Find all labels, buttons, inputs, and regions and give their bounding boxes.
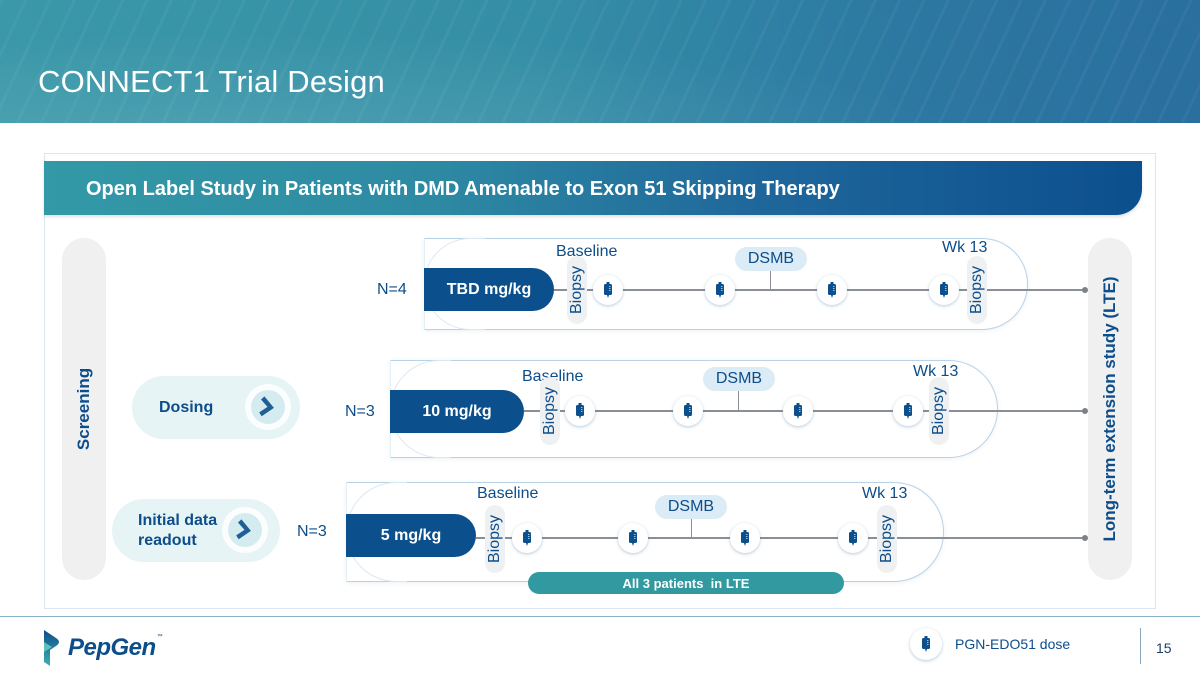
- dose-node: [783, 396, 813, 426]
- timeline-end-dot: [1082, 408, 1088, 414]
- page-title: CONNECT1 Trial Design: [38, 64, 386, 99]
- readout-pill: Initial data readout: [112, 499, 280, 562]
- baseline-label: Baseline: [522, 368, 583, 386]
- baseline-label: Baseline: [477, 485, 539, 502]
- dose-node: [618, 523, 648, 553]
- biopsy-label: Biopsy: [878, 514, 895, 564]
- dose-node: [593, 275, 623, 305]
- slide-header: CONNECT1 Trial Design: [0, 0, 1200, 123]
- footer-divider-line: [0, 616, 1200, 617]
- dose-level-pill: TBD mg/kg: [424, 268, 554, 311]
- iv-bag-icon: [904, 403, 912, 419]
- iv-bag-icon: [940, 282, 948, 298]
- iv-bag-icon: [741, 530, 749, 546]
- dose-node: [929, 275, 959, 305]
- legend-dose-node: [910, 628, 942, 660]
- week13-label: Wk 13: [942, 239, 988, 256]
- dose-node: [705, 275, 735, 305]
- dsmb-tag: DSMB: [735, 247, 807, 271]
- dsmb-connector: [770, 271, 771, 290]
- chevron-ring: [222, 507, 268, 553]
- baseline-biopsy-tag: Biopsy: [567, 256, 587, 324]
- lte-label: Long-term extension study (LTE): [1100, 276, 1119, 542]
- dose-legend: PGN-EDO51 dose: [910, 628, 1070, 660]
- dsmb-connector: [738, 391, 739, 411]
- iv-bag-icon: [629, 530, 637, 546]
- biopsy-label: Biopsy: [930, 386, 947, 436]
- footer-vertical-divider: [1140, 628, 1141, 664]
- iv-bag-icon: [604, 282, 612, 298]
- dosing-pill: Dosing: [132, 376, 300, 439]
- lte-badge: All 3 patients in LTE: [528, 572, 844, 594]
- dose-node: [893, 396, 923, 426]
- page-number: 15: [1156, 640, 1172, 656]
- iv-bag-icon: [523, 530, 531, 546]
- pepgen-logo-mark-icon: [44, 630, 59, 666]
- dose-node: [817, 275, 847, 305]
- iv-bag-icon: [922, 636, 930, 652]
- dosing-label: Dosing: [159, 399, 214, 416]
- dose-node: [838, 523, 868, 553]
- iv-bag-icon: [716, 282, 724, 298]
- screening-bar: Screening: [62, 238, 106, 580]
- timeline-line: [476, 537, 1085, 539]
- lte-bar: Long-term extension study (LTE): [1088, 238, 1132, 580]
- banner-text: Open Label Study in Patients with DMD Am…: [86, 178, 840, 200]
- iv-bag-icon: [794, 403, 802, 419]
- iv-bag-icon: [684, 403, 692, 419]
- chevron-right-icon: [236, 519, 251, 540]
- logo-trademark: ™: [156, 634, 163, 640]
- pepgen-logo: PepGen ™: [42, 630, 163, 666]
- cohort-n-label: N=3: [297, 523, 327, 540]
- legend-label: PGN-EDO51 dose: [955, 636, 1071, 652]
- dsmb-tag: DSMB: [703, 367, 775, 391]
- biopsy-label: Biopsy: [541, 386, 558, 436]
- dose-node: [565, 396, 595, 426]
- biopsy-label: Biopsy: [568, 265, 585, 315]
- week13-label: Wk 13: [913, 363, 959, 380]
- week13-biopsy-tag: Biopsy: [967, 256, 987, 324]
- iv-bag-icon: [828, 282, 836, 298]
- dose-node: [512, 523, 542, 553]
- biopsy-label: Biopsy: [486, 514, 503, 564]
- dose-node: [730, 523, 760, 553]
- baseline-biopsy-tag: Biopsy: [485, 505, 505, 573]
- baseline-biopsy-tag: Biopsy: [540, 377, 560, 445]
- dsmb-tag: DSMB: [655, 495, 727, 519]
- cohort-n-label: N=4: [377, 281, 407, 298]
- readout-label-text: Initial data readout: [138, 512, 218, 549]
- dose-level-pill: 10 mg/kg: [390, 390, 524, 433]
- chevron-right-icon: [259, 396, 274, 417]
- dsmb-connector: [691, 519, 692, 538]
- readout-label: Initial data readout: [138, 511, 228, 551]
- chevron-ring: [245, 384, 291, 430]
- baseline-label: Baseline: [556, 243, 618, 260]
- screening-label: Screening: [74, 367, 93, 451]
- week13-label: Wk 13: [862, 485, 908, 502]
- iv-bag-icon: [849, 530, 857, 546]
- week13-biopsy-tag: Biopsy: [929, 377, 949, 445]
- dose-node: [673, 396, 703, 426]
- biopsy-label: Biopsy: [968, 265, 985, 315]
- timeline-end-dot: [1082, 535, 1088, 541]
- week13-biopsy-tag: Biopsy: [877, 505, 897, 573]
- logo-wordmark: PepGen: [68, 634, 156, 661]
- iv-bag-icon: [576, 403, 584, 419]
- dose-level-pill: 5 mg/kg: [346, 514, 476, 557]
- timeline-end-dot: [1082, 287, 1088, 293]
- study-banner: Open Label Study in Patients with DMD Am…: [44, 161, 1142, 215]
- cohort-n-label: N=3: [345, 403, 375, 420]
